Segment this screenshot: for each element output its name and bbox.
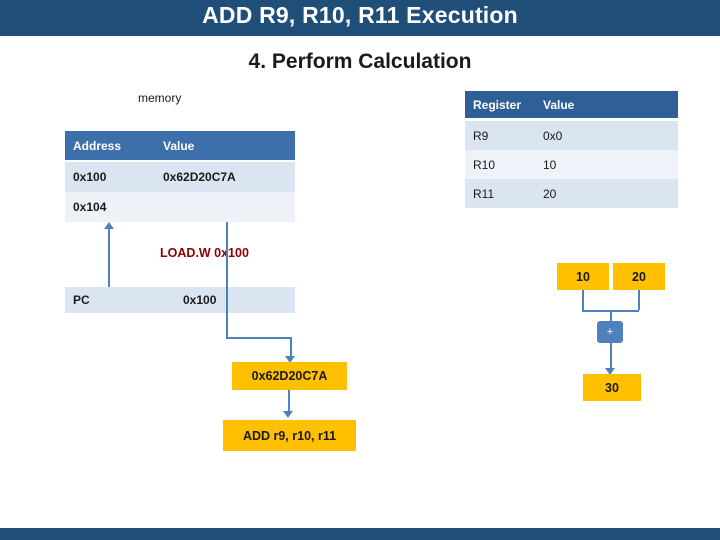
slide-subtitle: 4. Perform Calculation xyxy=(248,50,472,73)
register-row-name-1: R10 xyxy=(465,150,535,179)
word-to-instruction-line xyxy=(288,390,290,412)
register-row-name-2: R11 xyxy=(465,179,535,208)
memory-to-word-line-horizontal xyxy=(226,337,291,339)
adder-feed-line xyxy=(610,310,612,322)
load-instruction-label: LOAD.W 0x100 xyxy=(160,246,249,260)
memory-label: memory xyxy=(138,91,182,105)
register-row-value-0: 0x0 xyxy=(535,121,678,150)
operand-left-line xyxy=(582,290,584,310)
pc-value: 0x100 xyxy=(175,287,295,313)
adder-to-result-arrowhead-icon xyxy=(605,368,615,375)
adder-block: + xyxy=(597,321,623,343)
register-table-header-register: Register xyxy=(465,91,535,118)
word-feed-line xyxy=(290,337,292,357)
memory-row-address-1: 0x104 xyxy=(65,192,155,222)
bottom-bar xyxy=(0,528,720,540)
register-row-name-0: R9 xyxy=(465,121,535,150)
memory-table-header-address: Address xyxy=(65,131,155,162)
memory-to-word-line-vertical xyxy=(226,222,228,337)
result-box: 30 xyxy=(583,374,641,401)
word-to-instruction-arrowhead-icon xyxy=(283,411,293,418)
register-table-header-value: Value xyxy=(535,91,678,118)
operand-right-box: 20 xyxy=(613,263,665,290)
word-feed-arrowhead-icon xyxy=(285,356,295,363)
decoded-instruction-box: ADD r9, r10, r11 xyxy=(223,420,356,451)
pc-to-memory-arrowhead-icon xyxy=(104,222,114,229)
memory-row-value-0: 0x62D20C7A xyxy=(155,162,295,192)
pc-to-memory-line xyxy=(108,229,110,287)
register-row-value-1: 10 xyxy=(535,150,678,179)
page-title: ADD R9, R10, R11 Execution xyxy=(202,2,518,28)
fetched-word-box: 0x62D20C7A xyxy=(232,362,347,390)
operand-left-box: 10 xyxy=(557,263,609,290)
memory-row-address-0: 0x100 xyxy=(65,162,155,192)
title-bar xyxy=(0,0,720,36)
adder-to-result-line xyxy=(610,343,612,369)
register-row-value-2: 20 xyxy=(535,179,678,208)
memory-table-header-value: Value xyxy=(155,131,295,162)
memory-row-value-1 xyxy=(155,192,295,222)
operand-right-line xyxy=(638,290,640,310)
pc-label: PC xyxy=(65,287,175,313)
